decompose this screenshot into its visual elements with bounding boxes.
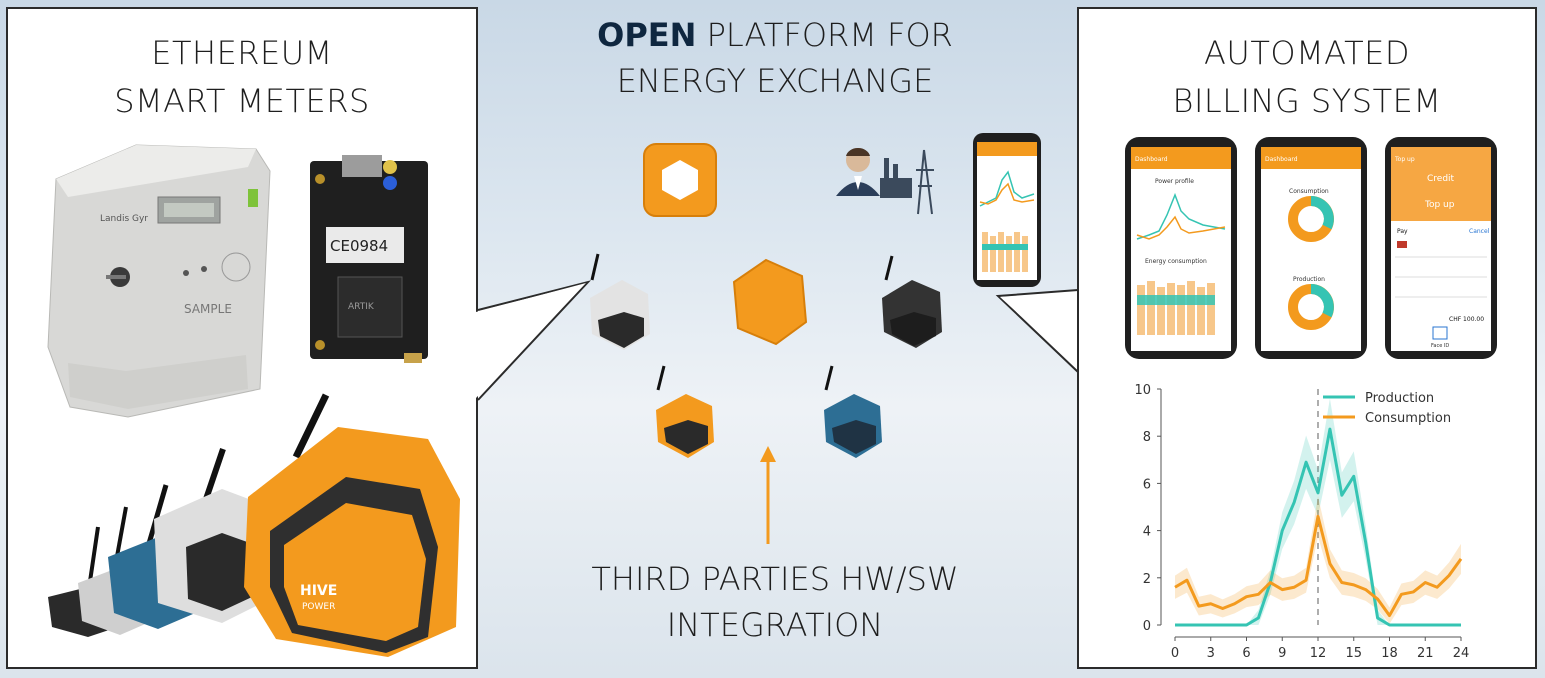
y-tick-label: 6: [1143, 477, 1151, 492]
artik-board-image: CE0984 ARTIK: [310, 155, 428, 363]
phone2-header: Dashboard: [1265, 156, 1298, 163]
x-tick-label: 12: [1310, 646, 1327, 661]
phone-dashboard-donuts: Dashboard Consumption Production: [1255, 137, 1367, 359]
bottom-title-line2: INTEGRATION: [666, 606, 884, 644]
series-line-consumption: [1174, 514, 1463, 618]
left-panel-title-line1: ETHEREUM: [151, 34, 333, 72]
x-tick-label: 24: [1453, 646, 1470, 661]
smart-meters-illustration: Landis Gyr SAMPLE CE0984 ARTIK: [47, 144, 460, 657]
hive-brand-label: HIVE: [300, 583, 337, 599]
hive-sub-label: POWER: [302, 602, 335, 612]
device-blue-icon: [824, 365, 882, 458]
meter-sample-label: SAMPLE: [184, 302, 232, 316]
landis-meter-image: Landis Gyr SAMPLE: [47, 144, 271, 418]
device-orange-icon: [656, 365, 714, 458]
board-ce-label: CE0984: [330, 237, 388, 255]
phone-top-up: Top up Credit Top up Pay Cancel CHF 100.…: [1385, 137, 1497, 359]
center-hexagon-icon: [732, 258, 808, 346]
center-phone-image: [973, 133, 1041, 287]
up-arrow-icon: [760, 446, 776, 544]
x-tick-label: 0: [1171, 646, 1179, 661]
center-title: OPEN PLATFORM FOR ENERGY EXCHANGE: [520, 12, 1030, 104]
phone3-faceid: Face ID: [1431, 343, 1449, 349]
left-panel: ETHEREUM SMART METERS Landis Gyr SAMPLE: [6, 7, 478, 669]
phone1-chart1-title: Power profile: [1155, 178, 1194, 185]
phone3-credit: Credit: [1427, 174, 1455, 184]
y-tick-label: 4: [1143, 525, 1151, 540]
series-band-production: [1175, 398, 1461, 625]
x-tick-label: 3: [1207, 646, 1215, 661]
phone2-chart1-title: Consumption: [1289, 188, 1329, 195]
x-tick-label: 6: [1242, 646, 1250, 661]
right-panel-title-line2: BILLING SYSTEM: [1172, 82, 1442, 120]
device-black-icon: [882, 255, 942, 348]
phone3-pay: Pay: [1397, 228, 1408, 235]
phone3-total: CHF 100.00: [1449, 316, 1484, 323]
phone-dashboard-power: Dashboard Power profile Energy consumpti…: [1125, 137, 1237, 359]
legend-label-consumption: Consumption: [1365, 411, 1451, 426]
series-line-production: [1175, 427, 1461, 627]
y-tick-label: 0: [1143, 619, 1151, 634]
right-panel-title-line1: AUTOMATED: [1204, 34, 1410, 72]
x-tick-label: 18: [1381, 646, 1398, 661]
x-tick-label: 9: [1278, 646, 1286, 661]
legend-label-production: Production: [1365, 391, 1434, 406]
phone2-chart2-title: Production: [1293, 276, 1325, 283]
left-panel-title-line2: SMART METERS: [114, 82, 370, 120]
hexagon-block-icon: [643, 143, 717, 217]
board-brand-label: ARTIK: [348, 302, 375, 312]
factory-pylon-icon: [880, 149, 934, 215]
center-title-rest: PLATFORM FOR: [696, 16, 953, 54]
device-white-icon: [590, 253, 650, 350]
center-title-bold: OPEN: [597, 16, 697, 54]
phone1-chart2-title: Energy consumption: [1145, 258, 1207, 265]
center-diagram: [590, 143, 942, 544]
billing-phones: Dashboard Power profile Energy consumpti…: [1125, 137, 1497, 359]
y-tick-label: 10: [1134, 383, 1151, 398]
phone3-topup: Top up: [1424, 200, 1455, 210]
x-tick-label: 21: [1417, 646, 1434, 661]
y-tick-label: 2: [1143, 572, 1151, 587]
bottom-title-line1: THIRD PARTIES HW/SW: [591, 560, 959, 598]
phone3-header: Top up: [1394, 156, 1415, 163]
phone1-header: Dashboard: [1135, 156, 1168, 163]
hive-device-lineup: HIVE POWER: [48, 393, 460, 657]
meter-brand-label: Landis Gyr: [100, 214, 148, 224]
series-band-consumption: [1175, 496, 1461, 624]
right-panel: AUTOMATED BILLING SYSTEM Dashboard Power…: [1077, 7, 1537, 669]
bottom-title: THIRD PARTIES HW/SW INTEGRATION: [520, 556, 1030, 648]
phone3-cancel: Cancel: [1469, 228, 1490, 235]
business-person-icon: [836, 147, 880, 196]
y-tick-label: 8: [1143, 430, 1151, 445]
x-tick-label: 15: [1345, 646, 1362, 661]
center-title-line2: ENERGY EXCHANGE: [616, 62, 934, 100]
